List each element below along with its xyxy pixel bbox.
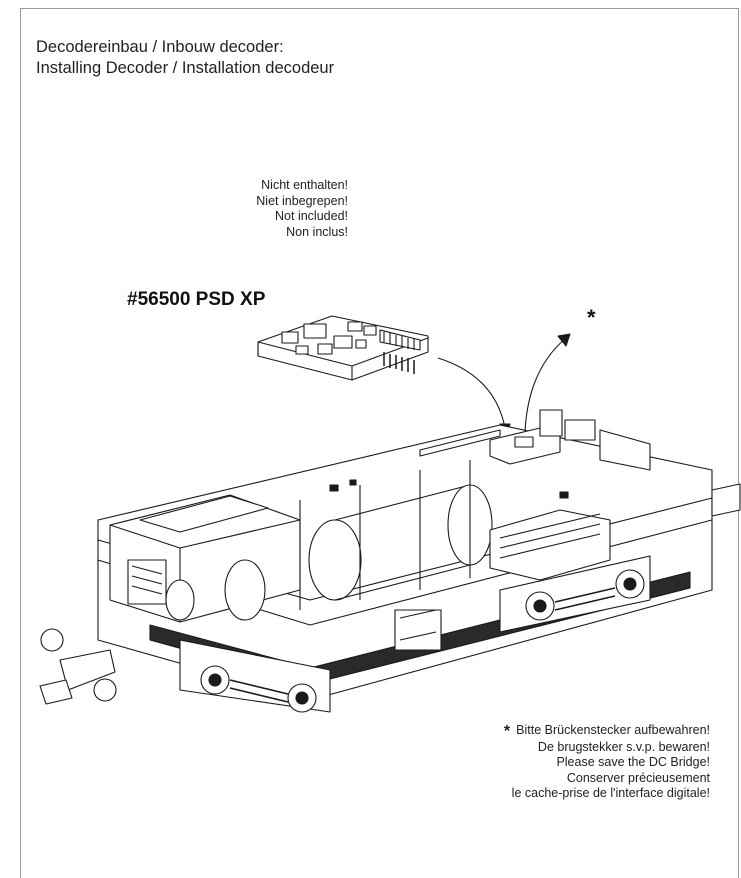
note-en: Please save the DC Bridge!	[556, 755, 710, 770]
not-included-fr: Non inclus!	[286, 224, 348, 239]
not-included-note: Nicht enthalten! Niet inbegrepen! Not in…	[256, 178, 348, 240]
not-included-de: Nicht enthalten!	[261, 178, 348, 192]
rear-bogie	[499, 555, 651, 633]
product-label: #56500 PSD XP	[127, 289, 266, 310]
note-fr-2: le cache-prise de l'interface digitale!	[511, 786, 710, 801]
title-line-1: Decodereinbau / Inbouw decoder:	[36, 38, 284, 56]
front-bogie	[179, 639, 331, 713]
note-nl: De brugstekker s.v.p. bewaren!	[537, 739, 710, 754]
note-marker: *	[503, 723, 511, 740]
front-coupler	[39, 628, 117, 705]
remove-arrow	[524, 337, 567, 433]
page-frame	[20, 8, 739, 878]
insert-arrow	[437, 357, 506, 429]
note-de: Bitte Brückenstecker aufbewahren!	[516, 723, 710, 737]
rear-coupler	[711, 483, 741, 517]
page-title: Decodereinbau / Inbouw decoder: Installi…	[36, 37, 334, 79]
not-included-en: Not included!	[275, 209, 348, 223]
note-fr-1: Conserver précieusement	[566, 770, 710, 785]
dc-bridge-note: * Bitte Brückenstecker aufbewahren! De br…	[504, 723, 710, 802]
dc-bridge-marker: *	[587, 305, 596, 330]
decoder-board	[257, 315, 429, 381]
not-included-nl: Niet inbegrepen!	[256, 193, 348, 208]
title-line-2: Installing Decoder / Installation decode…	[36, 59, 335, 77]
